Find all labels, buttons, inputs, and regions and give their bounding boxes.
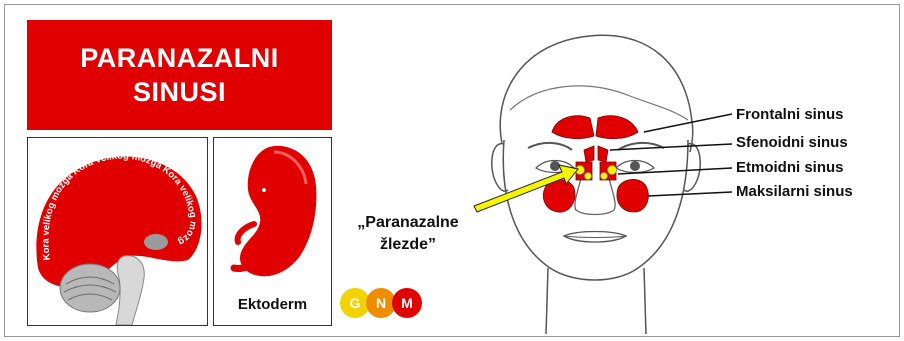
embryo-eye [262, 188, 266, 192]
logo-letter-g: G [350, 295, 361, 311]
paranasal-glands-line-2: žlezde” [338, 234, 478, 256]
mouth-line [564, 236, 626, 238]
face-outline [503, 140, 688, 280]
left-pupil [550, 161, 560, 171]
logo-letter-m: M [401, 295, 413, 311]
embryo-illustration [214, 138, 331, 288]
paranasal-glands-line-1: „Paranazalne [338, 212, 478, 234]
frontal-sinus [552, 116, 638, 139]
title-banner: PARANAZALNI SINUSI [27, 20, 332, 130]
label-maxillary-sinus: Maksilarni sinus [736, 183, 853, 200]
paranasal-glands-label: „Paranazalne žlezde” [338, 212, 478, 256]
left-ear [492, 144, 508, 192]
embryo-panel: Ektoderm [213, 137, 332, 326]
label-frontal-sinus: Frontalni sinus [736, 106, 844, 123]
maxillary-sinus-right [617, 179, 648, 212]
neck [546, 268, 646, 334]
sphenoid-sinus [584, 146, 608, 162]
left-eyebrow [528, 143, 572, 150]
brain-illustration: Kora velikog mozga Kora velikog mozga Ko… [28, 138, 207, 325]
brain-panel: Kora velikog mozga Kora velikog mozga Ko… [27, 137, 208, 326]
midbrain-shape [144, 234, 168, 250]
embryo-body [240, 146, 316, 276]
gland-dot [601, 173, 608, 180]
title-line-1: PARANAZALNI [80, 41, 278, 75]
face-illustration [440, 22, 880, 334]
label-ethmoid-sinus: Etmoidni sinus [736, 159, 844, 176]
title-line-2: SINUSI [133, 75, 226, 109]
hairline [510, 86, 688, 120]
gland-dot [585, 173, 592, 180]
frontal-leader [644, 114, 732, 132]
maxillary-leader [648, 192, 732, 196]
logo-letter-n: N [376, 295, 386, 311]
cerebellum-shape [60, 264, 120, 312]
right-pupil [630, 161, 640, 171]
gnm-logo: G N M [339, 287, 423, 319]
ektoderm-label: Ektoderm [214, 296, 331, 313]
label-sphenoid-sinus: Sfenoidni sinus [736, 134, 848, 151]
gland-dot [608, 166, 617, 175]
